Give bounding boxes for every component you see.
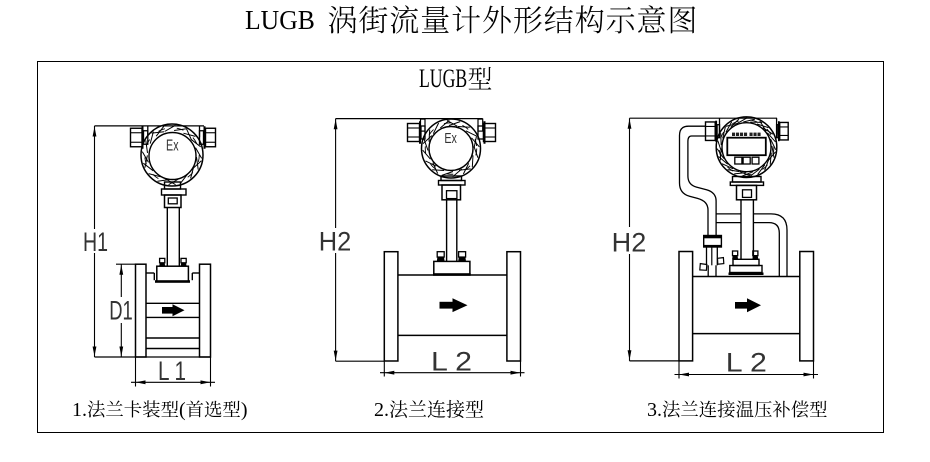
svg-text:L 1: L 1 (158, 356, 186, 386)
svg-text:H2: H2 (612, 228, 647, 258)
svg-text:Ex: Ex (166, 138, 179, 155)
svg-text:H1: H1 (83, 227, 108, 257)
svg-text:D1: D1 (109, 296, 133, 326)
svg-text:L 2: L 2 (726, 348, 767, 378)
svg-text:H2: H2 (319, 227, 352, 257)
svg-text:L 2: L 2 (431, 347, 472, 377)
svg-text:Ex: Ex (444, 131, 457, 147)
